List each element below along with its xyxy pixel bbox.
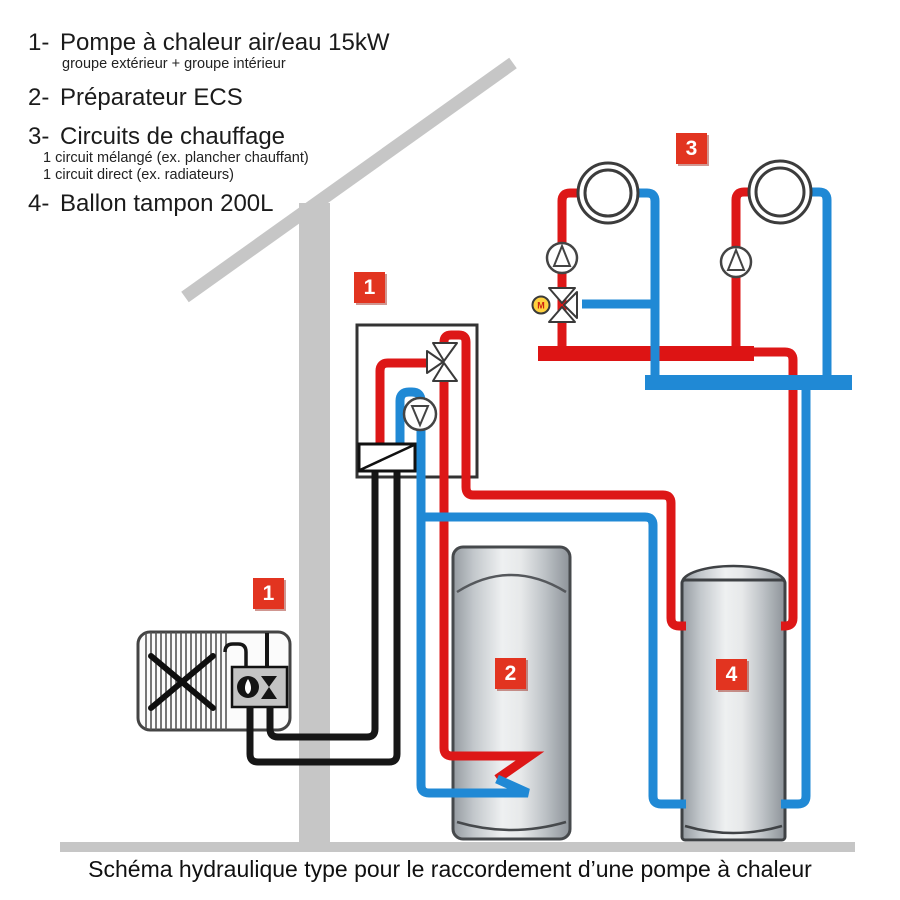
- badge-outdoor-unit: 1: [253, 578, 284, 609]
- pipe-circuit1-supply: [557, 188, 579, 347]
- circuit-returns: [637, 187, 832, 376]
- legend-item-2: 2- Préparateur ECS: [28, 85, 243, 111]
- buffer-tank: [680, 564, 787, 842]
- pipe-hx-to-valve: [375, 358, 427, 447]
- legend-subtitle: 1 circuit direct (ex. radiateurs): [43, 167, 234, 183]
- supply-pipes: [375, 187, 798, 783]
- legend-num: 1-: [28, 29, 50, 56]
- pipe-return-branch-to-buffer: [421, 512, 686, 809]
- radiator-circuit2-loop: [747, 159, 813, 225]
- legend-subtitle: groupe extérieur + groupe intérieur: [62, 56, 286, 72]
- badge-buffer-tank: 4: [716, 659, 747, 690]
- radiator-circuit1-loop: [576, 161, 640, 225]
- pipe-hx-pump-coil-return: [395, 387, 530, 798]
- internal-refrigerant-pipe: [223, 642, 248, 667]
- roof-beam: [181, 57, 517, 303]
- legend-title: Ballon tampon 200L: [60, 190, 274, 217]
- legend-num: 3-: [28, 123, 50, 150]
- wall: [299, 203, 330, 848]
- return-manifold: [645, 375, 852, 390]
- pipe-circuit1-return: [637, 188, 660, 376]
- mixing-valve-motor-icon: M: [531, 295, 551, 315]
- mixing-valve-icon: [548, 287, 578, 323]
- outdoor-unit: [136, 630, 292, 732]
- circuit1-pump-icon: [545, 241, 579, 275]
- expansion-valve-icon: [261, 676, 277, 699]
- fan-icon: [148, 653, 216, 711]
- legend-title: Pompe à chaleur air/eau 15kW: [60, 29, 390, 56]
- pipe-circuit2-return: [810, 187, 832, 376]
- plate-heat-exchanger: [357, 442, 417, 473]
- badge-dhw-tank: 2: [495, 658, 526, 689]
- legend-item-4: 4- Ballon tampon 200L: [28, 191, 274, 217]
- indoor-pump-icon: [402, 396, 438, 432]
- compressor-icon: [237, 676, 259, 698]
- pipe-manifold-to-buffer-right: [754, 347, 798, 631]
- legend-subtitle: 1 circuit mélangé (ex. plancher chauffan…: [43, 150, 309, 166]
- legend-title: Circuits de chauffage: [60, 123, 286, 150]
- legend-num: 4-: [28, 190, 50, 217]
- pipe-circuit2-supply: [731, 187, 750, 347]
- badge-heating-circuits: 3: [676, 133, 707, 164]
- supply-manifold: [538, 346, 754, 361]
- legend-item-1: 1- Pompe à chaleur air/eau 15kW groupe e…: [28, 30, 390, 73]
- dhw-tank: [451, 545, 572, 841]
- refrigerant-lines: [246, 470, 401, 766]
- three-way-valve-icon: [426, 342, 458, 382]
- legend-item-3: 3- Circuits de chauffage 1 circuit mélan…: [28, 124, 309, 184]
- return-pipes: [395, 299, 811, 809]
- legend-title: Préparateur ECS: [60, 84, 243, 111]
- svg-text:M: M: [537, 301, 545, 311]
- diagram-caption: Schéma hydraulique type pour le raccorde…: [88, 856, 812, 882]
- pipe-valve-to-coil: [439, 379, 545, 783]
- ground: [60, 842, 855, 852]
- circuit2-pump-icon: [719, 245, 753, 279]
- pipe-valve-to-buffer-left: [439, 330, 686, 631]
- badge-indoor-unit: 1: [354, 272, 385, 303]
- legend-num: 2-: [28, 84, 50, 111]
- pipe-bar-to-buffer-bottom: [781, 390, 811, 809]
